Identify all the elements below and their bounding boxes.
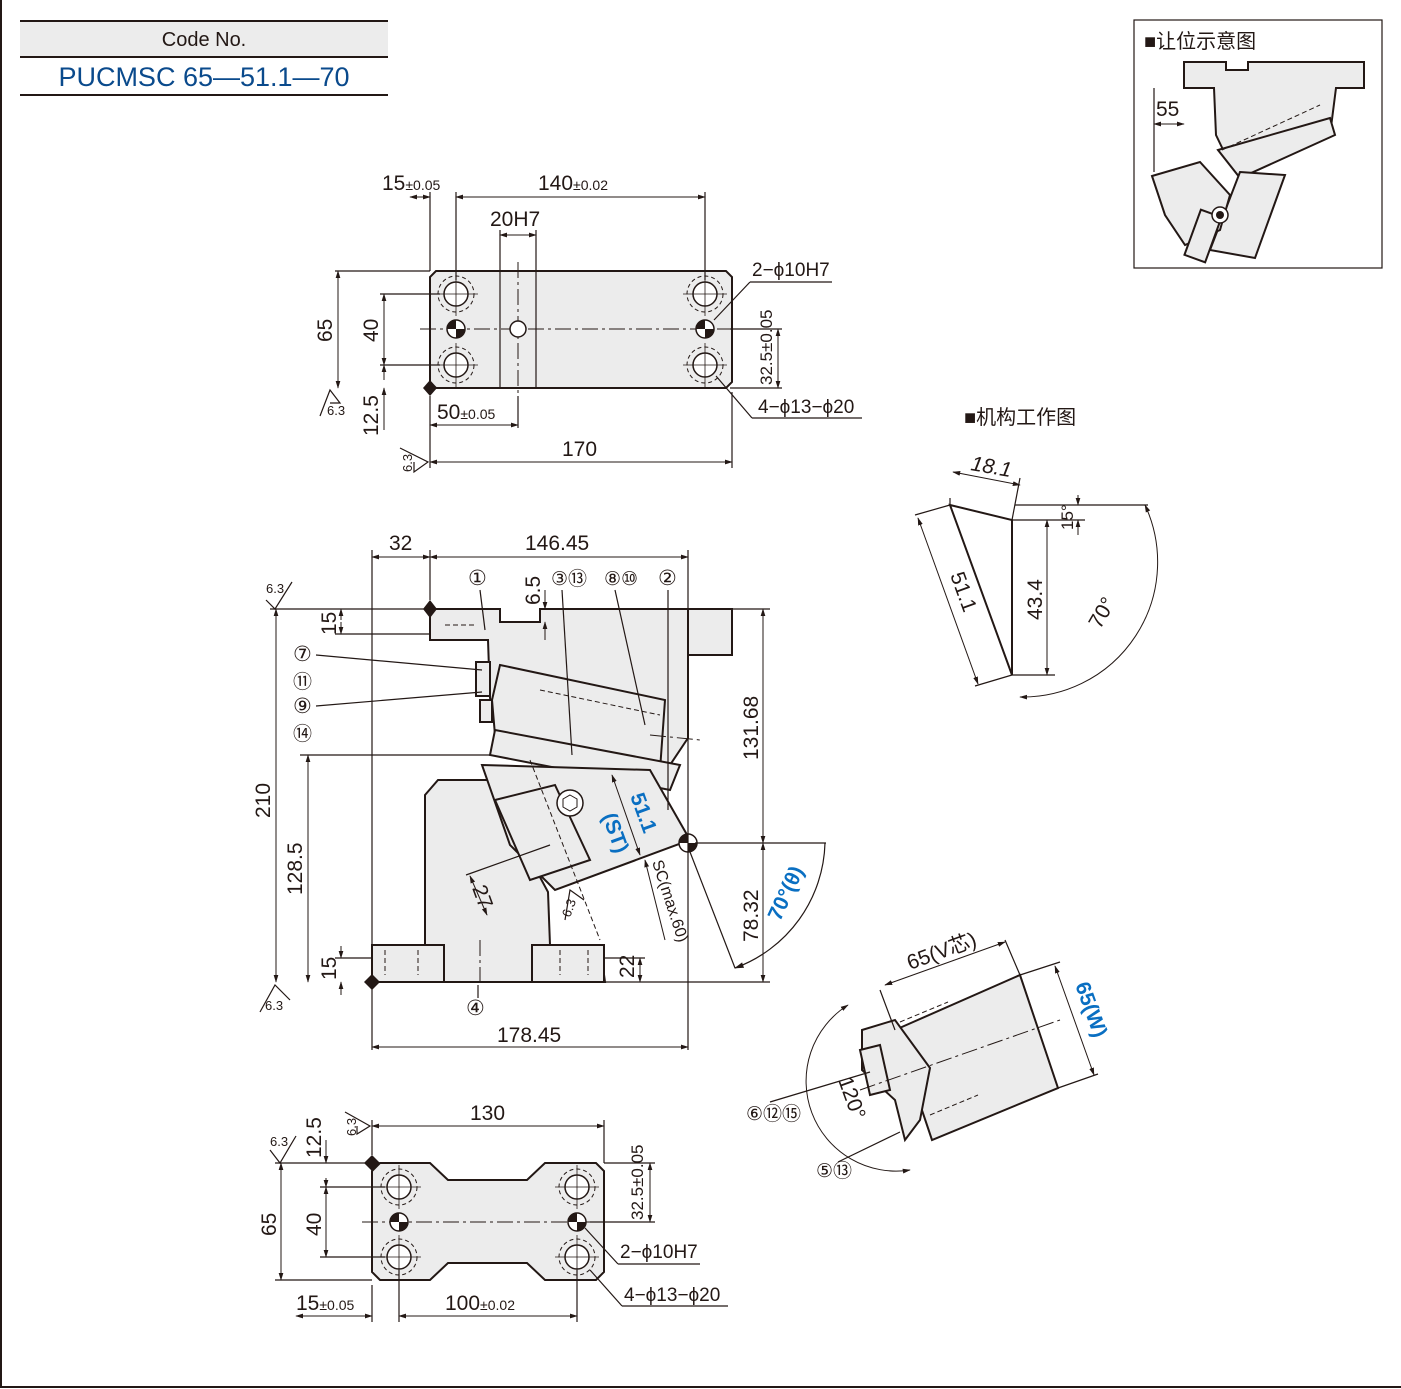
bottom-dim-15-tol: ±0.05 [319, 1297, 354, 1313]
code-number-box: Code No. PUCMSC 65—51.1—70 [20, 20, 388, 96]
svg-text:50±0.05: 50±0.05 [437, 401, 496, 424]
inset-title: ■让位示意图 [1144, 30, 1256, 53]
svg-text:15±0.05: 15±0.05 [382, 172, 441, 195]
top-holes-label: 4−ϕ13−ϕ20 [758, 397, 854, 418]
top-dim-15: 15 [382, 172, 405, 195]
svg-text:15±0.05: 15±0.05 [296, 1292, 355, 1315]
bottom-dim-12-5: 12.5 [303, 1117, 326, 1158]
top-dim-140: 140 [538, 172, 573, 195]
front-roughness-3: 6.3 [265, 998, 283, 1013]
top-pin-label: 2−ϕ10H7 [752, 260, 830, 281]
part-14: ⑭ [293, 723, 312, 745]
front-roughness-1: 6.3 [266, 581, 284, 596]
mech-dim-18-1: 18.1 [969, 452, 1013, 482]
code-value: PUCMSC 65—51.1—70 [20, 58, 388, 96]
code-label: Code No. [20, 20, 388, 58]
bottom-dim-32-5: 32.5±0.05 [628, 1144, 647, 1220]
top-dim-12-5: 12.5 [360, 395, 383, 436]
top-dim-15-tol: ±0.05 [405, 177, 440, 193]
front-dim-78-32: 78.32 [740, 889, 763, 942]
top-dim-32-5: 32.5±0.05 [757, 309, 776, 385]
mechanism-diagram: ■机构工作图 18.1 15° 51.1 43.4 70° [914, 406, 1159, 700]
bottom-dim-65: 65 [258, 1213, 281, 1236]
mechanism-title: ■机构工作图 [964, 406, 1076, 429]
clearance-inset: ■让位示意图 55 [1133, 19, 1383, 269]
bottom-holes-label: 4−ϕ13−ϕ20 [624, 1285, 720, 1306]
v-block-view: 65(V芯) 65(W) 120° ⑥⑫⑮ ⑤⑬ [746, 928, 1111, 1182]
front-dim-15-bottom: 15 [318, 957, 341, 980]
mech-angle-70: 70° [1084, 593, 1120, 632]
sc-max-label: SC(max.60) [648, 858, 691, 944]
top-dim-140-tol: ±0.02 [573, 177, 608, 193]
svg-text:140±0.02: 140±0.02 [538, 172, 608, 195]
front-dim-178-45: 178.45 [497, 1024, 561, 1047]
front-dim-131-68: 131.68 [740, 696, 763, 760]
top-dim-40: 40 [360, 319, 383, 342]
part-11: ⑪ [293, 671, 312, 693]
top-view: 15±0.05 140±0.02 20H7 2−ϕ10H7 65 40 32.5… [314, 172, 862, 474]
top-dim-65: 65 [314, 319, 337, 342]
front-view: 32 146.45 ① ③⑬ ⑧⑩ ② 6.5 6.3 15 ⑦ ⑪ ⑨ ⑭ 2… [252, 532, 826, 1050]
mech-dim-43-4: 43.4 [1024, 579, 1047, 620]
part-4: ④ [466, 997, 485, 1020]
front-dim-15-top: 15 [318, 612, 341, 635]
mech-angle-15: 15° [1058, 504, 1077, 530]
part-6-12-15: ⑥⑫⑮ [746, 1103, 801, 1125]
bottom-view: 130 6.3 6.3 12.5 65 40 32.5±0.05 2−ϕ10H7… [258, 1102, 728, 1322]
v-dim-65-w: 65(W) [1070, 979, 1111, 1041]
top-dim-50: 50 [437, 401, 460, 424]
part-1: ① [468, 567, 487, 590]
front-dim-146-45: 146.45 [525, 532, 589, 555]
bottom-roughness-1: 6.3 [344, 1118, 359, 1136]
bottom-pin-label: 2−ϕ10H7 [620, 1242, 698, 1263]
inset-dim-55: 55 [1156, 98, 1179, 121]
top-roughness-2: 6.3 [400, 454, 415, 472]
front-dim-128-5: 128.5 [284, 842, 307, 895]
top-dim-20h7: 20H7 [490, 208, 540, 231]
top-roughness-1: 6.3 [327, 403, 345, 418]
part-2: ② [658, 567, 677, 590]
front-roughness-2: 6.3 [559, 897, 579, 919]
bottom-dim-130: 130 [470, 1102, 505, 1125]
part-8-10: ⑧⑩ [604, 569, 638, 590]
bottom-dim-40: 40 [303, 1213, 326, 1236]
top-dim-170: 170 [562, 438, 597, 461]
bottom-dim-15: 15 [296, 1292, 319, 1315]
front-dim-32: 32 [389, 532, 412, 555]
part-9: ⑨ [293, 695, 312, 718]
bottom-dim-100-tol: ±0.02 [480, 1297, 515, 1313]
bottom-dim-100: 100 [445, 1292, 480, 1315]
front-dim-210: 210 [252, 783, 275, 818]
svg-text:100±0.02: 100±0.02 [445, 1292, 515, 1315]
part-7: ⑦ [293, 643, 312, 666]
bottom-roughness-2: 6.3 [270, 1134, 288, 1149]
part-3-13: ③⑬ [551, 568, 587, 590]
part-5-13: ⑤⑬ [816, 1160, 852, 1182]
v-dim-65-vcenter: 65(V芯) [904, 928, 980, 974]
front-dim-6-5: 6.5 [522, 576, 545, 605]
front-dim-22: 22 [616, 955, 639, 978]
top-dim-50-tol: ±0.05 [460, 406, 495, 422]
